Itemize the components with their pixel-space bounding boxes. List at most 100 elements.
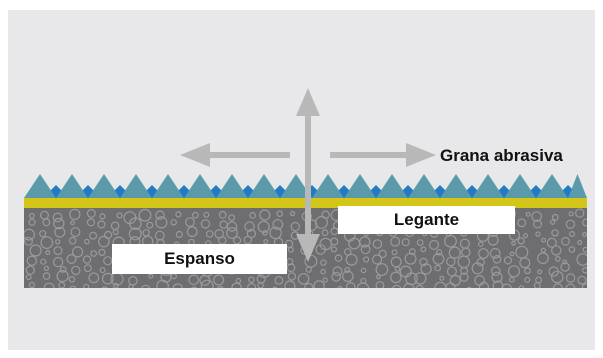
foam-bubble [332, 266, 343, 277]
foam-bubble [262, 230, 268, 236]
foam-bubble [112, 229, 119, 236]
foam-bubble [363, 256, 370, 263]
foam-bubble [68, 275, 76, 283]
foam-bubble [184, 217, 195, 228]
foam-bubble [439, 275, 445, 281]
foam-bubble [83, 283, 90, 288]
foam-bubble [551, 213, 559, 221]
foam-bubble [156, 279, 169, 288]
left-arrow-icon [180, 143, 290, 167]
foam-bubble [345, 253, 358, 266]
abrasive-grain-label: Grana abrasiva [440, 146, 563, 165]
foam-bubble [42, 272, 51, 280]
foam-bubble [40, 236, 54, 250]
foam-bubble [98, 235, 110, 248]
foam-bubble [305, 266, 312, 273]
foam-bubble [276, 210, 284, 218]
foam-bubble [155, 216, 168, 229]
foam-bubble [82, 255, 92, 264]
foam-bubble [376, 274, 381, 280]
foam-bubble [56, 270, 69, 283]
foam-bubble [408, 248, 416, 256]
foam-bubble [70, 227, 81, 238]
foam-bubble [43, 282, 55, 288]
foam-bubble [55, 239, 61, 245]
foam-bubble [531, 211, 542, 222]
foam-bubble [435, 249, 443, 256]
foam-bubble [188, 274, 199, 286]
foam-bubble [146, 221, 154, 229]
foam-bubble [88, 272, 100, 284]
foam-bubble [478, 248, 489, 259]
foam-bubble [403, 282, 415, 288]
foam-bubble [24, 236, 34, 246]
large-grain [472, 174, 504, 198]
foam-bubble [216, 285, 224, 288]
foam-bubble [213, 274, 225, 286]
foam-bubble [511, 240, 516, 246]
foam-bubble [533, 282, 541, 288]
foam-bubble [200, 219, 211, 229]
foam-bubble [263, 239, 269, 245]
foam-bubble [191, 211, 199, 219]
foam-bubble [218, 210, 227, 219]
double-vertical-arrow-icon [296, 88, 320, 262]
foam-bubble [375, 263, 389, 276]
foam-bubble [525, 211, 531, 217]
foam-bubble [490, 266, 501, 276]
foam-bubble [315, 215, 329, 229]
foam-bubble [28, 281, 35, 288]
foam-bubble [446, 256, 456, 267]
large-grain [88, 174, 120, 198]
foam-bubble [71, 246, 84, 258]
large-grain [440, 174, 472, 198]
foam-bubble [52, 256, 64, 268]
foam-bubble [257, 220, 270, 233]
foam-bubble [331, 271, 342, 282]
foam-bubble [517, 218, 527, 228]
foam-bubble [419, 257, 428, 267]
foam-bubble [297, 273, 310, 285]
foam-bubble [191, 286, 197, 288]
foam-bubble [203, 211, 210, 218]
foam-bubble [414, 272, 427, 285]
foam-bubble [66, 254, 77, 265]
foam-bubble [116, 212, 123, 219]
foam-bubble [341, 270, 354, 283]
foam-bubble [593, 239, 602, 248]
large-grain [568, 174, 587, 198]
foam-bubble [375, 281, 385, 288]
foam-bubble [233, 236, 242, 245]
foam-bubble [491, 271, 503, 283]
foam-bubble [59, 266, 67, 273]
foam-bubble [471, 262, 484, 275]
foam-bubble [304, 254, 318, 268]
foam-bubble [103, 256, 113, 266]
foam-bubble [322, 277, 328, 283]
foam-bubble [519, 257, 531, 269]
foam-label: Espanso [112, 244, 287, 274]
foam-bubble [26, 255, 37, 266]
foam-bubble [592, 278, 598, 284]
foam-bubble [524, 267, 531, 275]
foam-bubble [372, 254, 383, 265]
foam-bubble [257, 282, 264, 288]
foam-bubble [577, 240, 583, 246]
foam-bubble [420, 263, 432, 275]
foam-bubble [274, 276, 284, 285]
foam-bubble [226, 227, 238, 239]
foam-bubble [346, 282, 356, 288]
foam-bubble [200, 279, 214, 288]
foam-bubble [360, 244, 371, 255]
foam-bubble [550, 270, 564, 284]
foam-bubble [172, 283, 184, 288]
foam-bubble [53, 246, 63, 256]
foam-bubble [444, 234, 457, 248]
foam-bubble [89, 231, 98, 240]
foam-bubble [243, 235, 253, 245]
foam-bubble [86, 218, 96, 227]
foam-bubble [404, 252, 417, 265]
foam-bubble [84, 238, 90, 245]
foam-bubble [390, 271, 402, 284]
foam-bubble [54, 226, 66, 238]
